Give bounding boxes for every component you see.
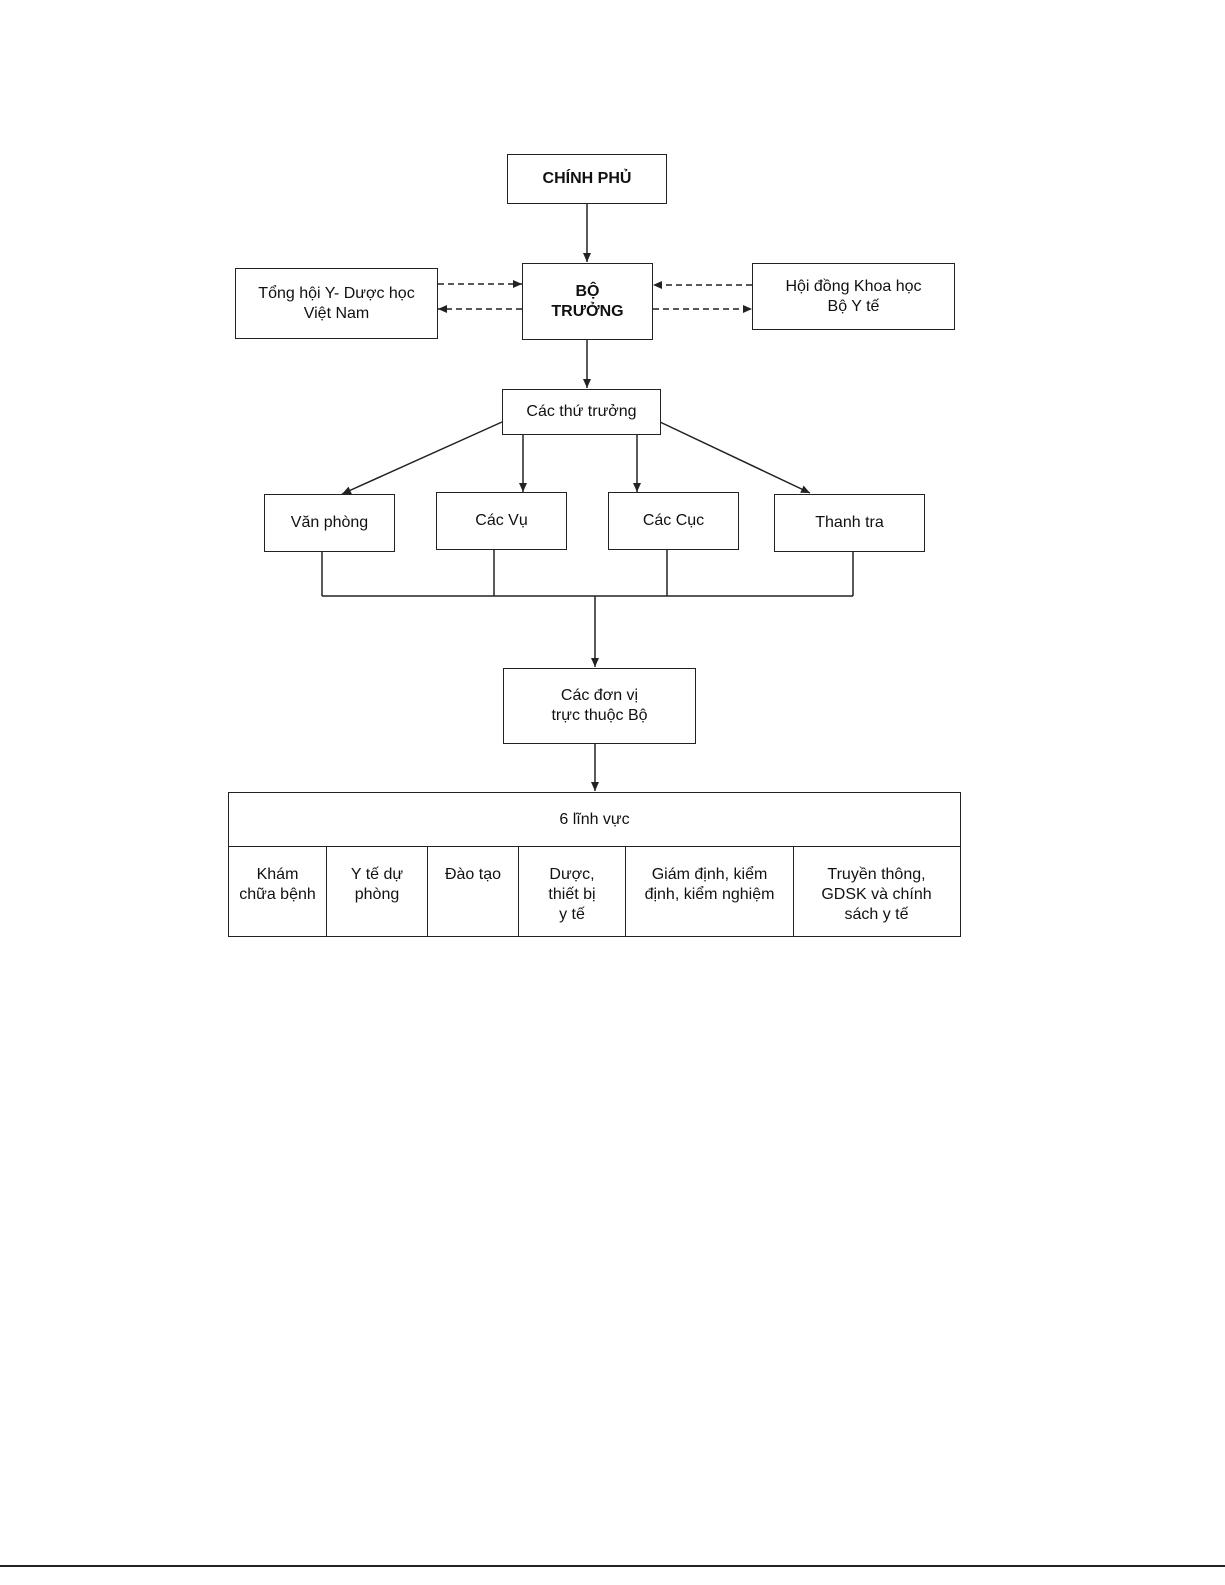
field-dao-tao: Đào tạo <box>428 847 519 937</box>
field-kham-chua-benh: Khám chữa bệnh <box>229 847 327 937</box>
node-cac-vu: Các Vụ <box>436 492 567 550</box>
node-van-phong: Văn phòng <box>264 494 395 552</box>
node-bo-truong: BỘ TRƯỞNG <box>522 263 653 340</box>
field-duoc-thiet-bi: Dược, thiết bị y tế <box>519 847 626 937</box>
node-tong-hoi-label: Tổng hội Y- Dược học Việt Nam <box>258 284 414 324</box>
fields-table: 6 lĩnh vực Khám chữa bệnh Y tế dự phòng … <box>228 792 961 937</box>
node-cac-vu-label: Các Vụ <box>475 511 527 531</box>
field-truyen-thong: Truyền thông, GDSK và chính sách y tế <box>794 847 959 937</box>
node-don-vi-label: Các đơn vị trực thuộc Bộ <box>551 686 647 726</box>
node-thu-truong-label: Các thứ trưởng <box>526 402 636 422</box>
node-chinh-phu-label: CHÍNH PHỦ <box>543 169 632 189</box>
node-thu-truong: Các thứ trưởng <box>502 389 661 435</box>
connector-thutruong-vanphong <box>342 422 502 494</box>
node-don-vi: Các đơn vị trực thuộc Bộ <box>503 668 696 744</box>
node-hoi-dong: Hội đồng Khoa học Bộ Y tế <box>752 263 955 330</box>
node-bo-truong-label: BỘ TRƯỞNG <box>551 282 623 322</box>
node-cac-cuc-label: Các Cục <box>643 511 704 531</box>
connector-thutruong-thanhtra <box>660 422 810 493</box>
field-giam-dinh: Giám định, kiểm định, kiểm nghiệm <box>626 847 794 937</box>
fields-header: 6 lĩnh vực <box>229 793 960 847</box>
node-thanh-tra: Thanh tra <box>774 494 925 552</box>
node-hoi-dong-label: Hội đồng Khoa học Bộ Y tế <box>785 277 921 317</box>
fields-header-label: 6 lĩnh vực <box>559 810 629 830</box>
node-thanh-tra-label: Thanh tra <box>815 513 883 533</box>
node-tong-hoi: Tổng hội Y- Dược học Việt Nam <box>235 268 438 339</box>
node-cac-cuc: Các Cục <box>608 492 739 550</box>
field-y-te-du-phong: Y tế dự phòng <box>327 847 428 937</box>
node-chinh-phu: CHÍNH PHỦ <box>507 154 667 204</box>
node-van-phong-label: Văn phòng <box>291 513 368 533</box>
fields-row: Khám chữa bệnh Y tế dự phòng Đào tạo Dượ… <box>229 847 960 937</box>
page-bottom-rule <box>0 1565 1225 1567</box>
